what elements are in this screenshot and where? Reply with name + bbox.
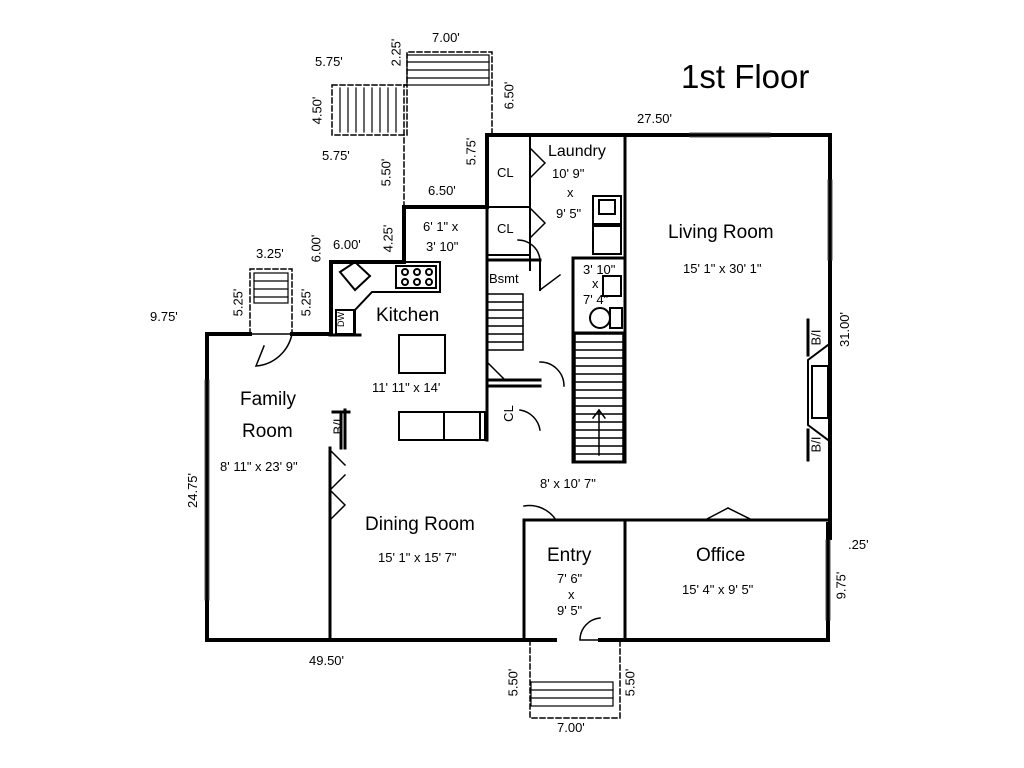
dim-walk-h2: 5.75' — [463, 137, 479, 166]
page-title: 1st Floor — [681, 58, 810, 95]
builtin-label-3: B/I — [808, 436, 824, 453]
dim-left-ext: 9.75' — [150, 309, 178, 324]
entry-label: Entry — [547, 545, 592, 566]
dim-right-step: .25' — [848, 537, 869, 552]
closet-label-2: CL — [497, 221, 514, 236]
deck-steps — [253, 54, 614, 707]
builtin-label-2: B/I — [808, 329, 824, 346]
dim-front-h1: 5.50' — [505, 668, 521, 697]
dim-top-deck-h2: 6.50' — [501, 81, 517, 110]
dim-side-stair-h2: 5.25' — [298, 288, 314, 317]
living-room-label: Living Room — [668, 222, 774, 243]
dim-left-height: 24.75' — [185, 472, 201, 509]
mudroom-size-h: 3' 10" — [426, 239, 459, 254]
mudroom-size-w: 6' 1" x — [423, 219, 459, 234]
dim-front-h2: 5.50' — [622, 668, 638, 697]
laundry-size-x: x — [567, 185, 574, 200]
dim-kitchen-h: 6.00' — [308, 234, 324, 263]
dim-side-stair-w: 3.25' — [256, 246, 284, 261]
builtin-label-1: B/I — [330, 418, 346, 435]
dim-right-height: 31.00' — [837, 311, 853, 348]
dim-side-stair-h1: 5.25' — [230, 288, 246, 317]
laundry-label: Laundry — [548, 143, 606, 160]
dim-stair-left-h: 4.50' — [309, 96, 325, 125]
dining-room-label: Dining Room — [365, 514, 475, 535]
living-room-size: 15' 1" x 30' 1" — [683, 261, 762, 276]
bath-size-x: x — [592, 276, 599, 291]
kitchen-size: 11' 11" x 14' — [372, 380, 441, 395]
bath-size-h: 7' 4" — [583, 292, 609, 307]
laundry-size-h: 9' 5" — [556, 206, 582, 221]
family-room-label: Family — [240, 389, 296, 410]
basement-label: Bsmt — [489, 271, 519, 286]
dim-top-deck-width: 7.00' — [432, 30, 460, 45]
dim-mud-h: 4.25' — [380, 224, 396, 253]
dim-stair-left-w2: 5.75' — [322, 148, 350, 163]
entry-size-h: 9' 5" — [557, 603, 583, 618]
laundry-size-w: 10' 9" — [552, 166, 585, 181]
office-size: 15' 4" x 9' 5" — [682, 582, 754, 597]
interior-walls — [328, 133, 832, 642]
family-room-label-2: Room — [242, 421, 293, 442]
kitchen-label: Kitchen — [376, 305, 440, 326]
dim-kitchen-w: 6.00' — [333, 237, 361, 252]
closet-label-1: CL — [497, 165, 514, 180]
kitchen-counters — [331, 260, 486, 441]
family-room-size: 8' 11" x 23' 9" — [220, 459, 298, 474]
dim-walk-h: 5.50' — [378, 158, 394, 187]
dim-stair-left-w: 5.75' — [315, 54, 343, 69]
dining-room-size: 15' 1" x 15' 7" — [378, 550, 457, 565]
dim-front-w: 7.00' — [557, 720, 585, 735]
hall-size: 8' x 10' 7" — [540, 476, 596, 491]
office-label: Office — [696, 545, 746, 566]
bath-size-w: 3' 10" — [583, 262, 616, 277]
entry-size-x: x — [568, 587, 575, 602]
dim-top-width: 27.50' — [637, 111, 673, 126]
dishwasher-label: DW — [336, 312, 346, 327]
entry-size-w: 7' 6" — [557, 571, 583, 586]
dim-top-deck-h1: 2.25' — [388, 38, 404, 67]
dim-bottom-width: 49.50' — [309, 653, 345, 668]
fireplace — [807, 343, 830, 442]
dim-walk-w: 6.50' — [428, 183, 456, 198]
dim-office-h: 9.75' — [833, 571, 849, 600]
closet-label-3: CL — [500, 405, 516, 422]
